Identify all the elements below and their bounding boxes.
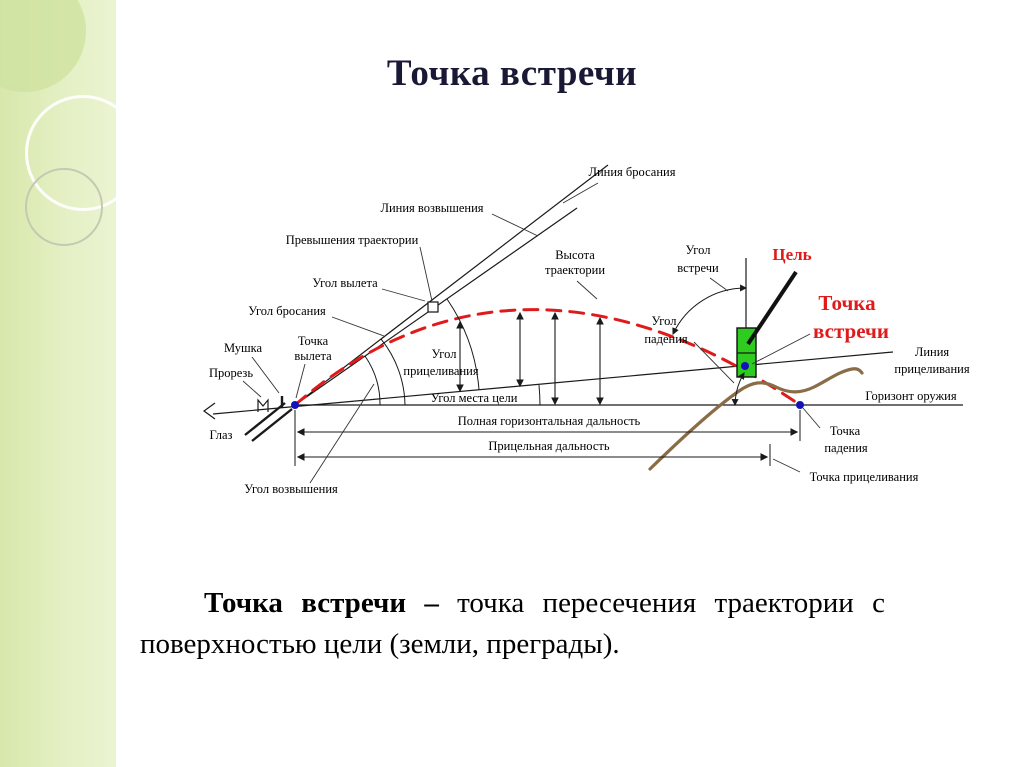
label-liniya-vozvysheniya: Линия возвышения xyxy=(380,201,483,215)
elevation-angle-arc xyxy=(364,355,381,406)
label-liniya-pritselivaniya-1: Линия xyxy=(915,345,950,359)
label-prevysheniya-traektorii: Превышения траектории xyxy=(286,233,419,247)
label-vysota-traektorii-2: траектории xyxy=(545,263,605,277)
eye-icon xyxy=(202,402,216,420)
excess-marker-square xyxy=(427,301,439,313)
label-tochka-pritselivaniya: Точка прицеливания xyxy=(810,470,919,484)
label-ugol-vyleta: Угол вылета xyxy=(312,276,378,290)
meeting-angle-arc xyxy=(672,284,748,335)
trajectory-curve xyxy=(293,308,802,407)
target-position-angle-arc xyxy=(538,384,541,406)
terrain-line xyxy=(648,367,864,471)
label-tochka-padeniya-2: падения xyxy=(824,441,868,455)
label-tsel: Цель xyxy=(772,245,811,264)
label-polnaya-dalnost: Полная горизонтальная дальность xyxy=(458,414,641,428)
label-tochka-vstrechi-2: встречи xyxy=(813,319,889,343)
target-pointer-thick xyxy=(746,270,798,346)
slide-accent-sidebar xyxy=(0,0,141,767)
label-liniya-pritselivaniya-2: прицеливания xyxy=(894,362,969,376)
definition-term: Точка встречи – xyxy=(204,587,458,619)
weapon-line-2 xyxy=(244,402,286,436)
label-ugol-vozvysheniya: Угол возвышения xyxy=(244,482,338,496)
label-ugol-padeniya-1: Угол xyxy=(652,314,677,328)
label-ugol-vstrechi-2: встречи xyxy=(677,261,719,275)
slide-title: Точка встречи xyxy=(386,53,638,94)
label-ugol-brosaniya: Угол бросания xyxy=(248,304,326,318)
definition-text: Точка встречи – точка пересечения траект… xyxy=(140,583,885,664)
label-vysota-traektorii-1: Высота xyxy=(555,248,595,262)
label-ugol-padeniya-2: падения xyxy=(644,332,688,346)
throwing-line xyxy=(294,164,609,406)
throwing-angle-arc xyxy=(380,338,406,406)
weapon-line-1 xyxy=(251,408,293,442)
meeting-point-dot xyxy=(741,362,749,370)
aiming-angle-arc xyxy=(446,298,480,391)
label-tochka-padeniya-1: Точка xyxy=(830,424,861,438)
label-ugol-pritselivaniya-1: Угол xyxy=(432,347,457,361)
label-ugol-pritselivaniya-2: прицеливания xyxy=(403,364,478,378)
label-pritselnaya-dalnost: Прицельная дальность xyxy=(488,439,609,453)
label-ugol-vstrechi-1: Угол xyxy=(686,243,711,257)
label-tochka-vyleta-1: Точка xyxy=(298,334,329,348)
label-tochka-vyleta-2: вылета xyxy=(294,349,332,363)
falling-angle-arc xyxy=(731,372,745,407)
label-glaz: Глаз xyxy=(209,428,232,442)
label-tochka-vstrechi-1: Точка xyxy=(818,291,876,315)
falling-point-dot xyxy=(796,401,804,409)
departure-point-dot xyxy=(291,401,299,409)
label-prorez: Прорезь xyxy=(209,366,253,380)
label-ugol-mesta-tseli: Угол места цели xyxy=(431,391,518,405)
decorative-circle-small xyxy=(25,168,103,246)
label-mushka: Мушка xyxy=(224,341,263,355)
label-gorizont-oruzhiya: Горизонт оружия xyxy=(865,389,956,403)
label-liniya-brosaniya: Линия бросания xyxy=(589,165,676,179)
leader-lines xyxy=(242,182,821,484)
rear-sight-icon xyxy=(257,398,269,412)
definition-body: точка пересечения траектории с поверхнос… xyxy=(140,587,885,660)
